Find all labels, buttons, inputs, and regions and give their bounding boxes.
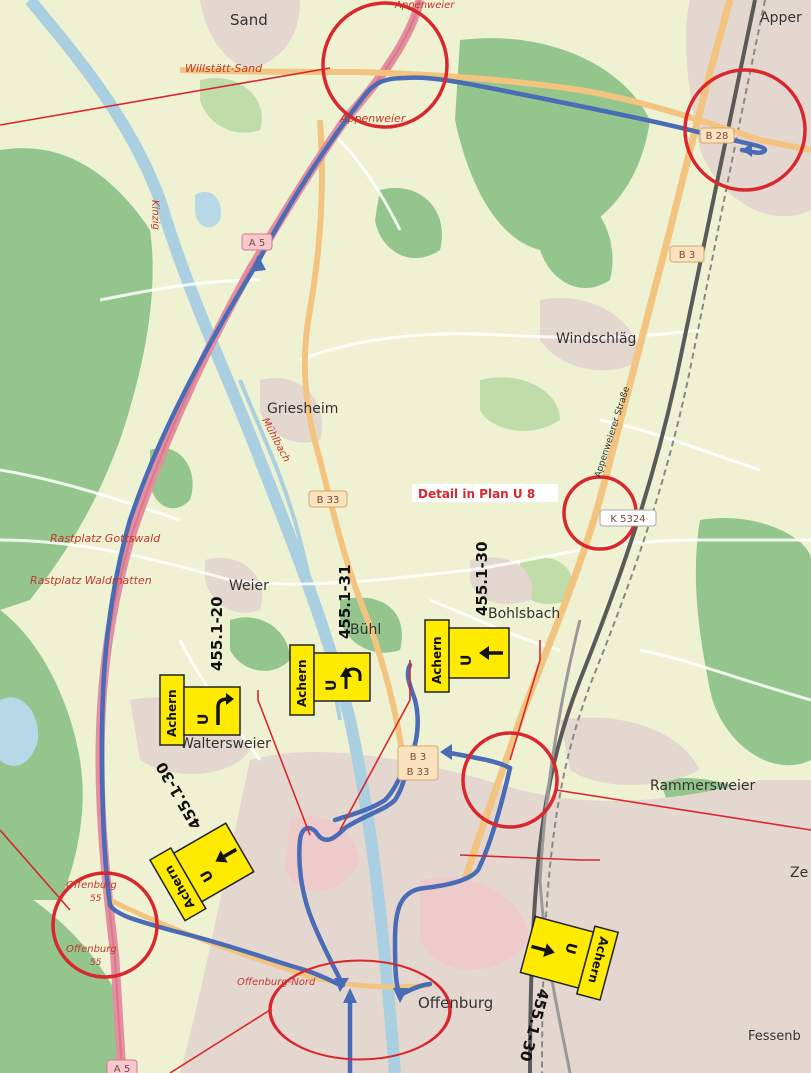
- label-waltersweier: Waltersweier: [180, 736, 271, 752]
- sign3-dest: Achern: [430, 636, 444, 684]
- label-apper: Apper: [760, 10, 802, 26]
- label-offenburg-exit: Offenburg: [66, 880, 117, 891]
- shield-b3-top: B 3: [669, 245, 705, 263]
- sign1-code: 455.1-20: [208, 596, 226, 671]
- label-appenweier-junction: Appenweier: [339, 112, 407, 125]
- sign2-arrowhead: [340, 667, 352, 677]
- shield-b33-text: B 33: [317, 495, 340, 506]
- detail-note: Detail in Plan U 8: [412, 484, 558, 502]
- shield-b3-top-text: B 3: [679, 250, 695, 261]
- sign1-arrowhead: [226, 693, 234, 705]
- label-appenweier-top: Appenweier: [394, 0, 455, 11]
- marker-b28-junction: [683, 68, 807, 192]
- label-offenburg-nord: Offenburg-Nord: [237, 977, 316, 988]
- sign2-u: U: [324, 680, 340, 691]
- sign1-dest: Achern: [165, 689, 179, 737]
- sign5-u: U: [561, 941, 579, 956]
- sign1-u: U: [196, 714, 212, 725]
- shield-a5-top: A 5: [241, 233, 273, 251]
- marker-offenburg-nord: [268, 959, 452, 1061]
- place-labels: Sand Appenweier Apper Willstätt-Sand App…: [30, 0, 808, 1044]
- label-sand: Sand: [230, 11, 268, 29]
- sign-455-1-20: Achern U 455.1-20: [159, 596, 241, 746]
- shield-k5324-text: K 5324: [610, 514, 645, 525]
- shield-b33: B 33: [308, 490, 348, 508]
- sign2-code: 455.1-31: [336, 564, 354, 639]
- detour-route: [99, 75, 768, 1073]
- shield-a5-top-text: A 5: [249, 238, 265, 249]
- sign3-u: U: [459, 655, 475, 666]
- sign-455-1-30-bohlsbach: Achern U 455.1-30: [424, 541, 510, 693]
- label-offenburg-exit2: Offenburg: [66, 944, 117, 955]
- label-buehl: Bühl: [350, 622, 381, 638]
- sign3-code: 455.1-30: [473, 541, 491, 616]
- shield-a5-bottom-text: A 5: [114, 1064, 130, 1073]
- route-arrowheads: [250, 143, 752, 1003]
- label-ze: Ze: [790, 865, 808, 881]
- sign-455-1-30-east: Achern U 455.1-30: [516, 915, 620, 1063]
- kinzig-river: [25, 0, 401, 1073]
- sign-455-1-31: Achern U 455.1-31: [289, 564, 371, 716]
- detail-note-text: Detail in Plan U 8: [418, 487, 535, 501]
- willstaett-road: [179, 67, 811, 153]
- label-offenburg: Offenburg: [418, 994, 493, 1012]
- label-kinzig: Kinzig: [149, 200, 161, 230]
- railway-branch: [538, 619, 582, 1073]
- shield-a5-bottom: A 5: [106, 1059, 138, 1073]
- label-offenburg-exit2-num: 55: [90, 958, 102, 968]
- water-bodies: [0, 191, 221, 766]
- label-rammersweier: Rammersweier: [650, 778, 756, 794]
- label-bohlsbach: Bohlsbach: [488, 606, 560, 622]
- city-core: [285, 816, 530, 970]
- offenburg-feeder: [108, 897, 431, 990]
- label-offenburg-exit-num: 55: [90, 894, 102, 904]
- shield-b28: B 28: [699, 127, 735, 144]
- shield-b33-mid-text: B 33: [407, 767, 430, 778]
- shield-b3-b33: B 3 B 33: [397, 745, 439, 781]
- b33-road: [301, 119, 408, 771]
- label-willstaett-sand: Willstätt-Sand: [185, 62, 263, 75]
- label-weier: Weier: [229, 578, 269, 594]
- marker-offenburg-exit: [51, 871, 159, 979]
- railway: [528, 0, 757, 1073]
- label-rastplatz-gottswald: Rastplatz Gottswald: [50, 532, 161, 545]
- shield-k5324: K 5324: [599, 509, 657, 527]
- sign2-dest: Achern: [295, 659, 309, 707]
- label-windschlaeg: Windschläg: [556, 331, 636, 347]
- label-griesheim: Griesheim: [267, 401, 338, 417]
- label-fessenb: Fessenb: [748, 1029, 801, 1044]
- callout-lines: [0, 67, 811, 1073]
- marker-b3-b33: [461, 731, 559, 829]
- shield-b28-text: B 28: [706, 131, 729, 142]
- label-rastplatz-waldmatten: Rastplatz Waldmatten: [30, 574, 152, 587]
- shield-b3-mid-text: B 3: [410, 752, 426, 763]
- marker-appenweier-junction: [321, 1, 449, 129]
